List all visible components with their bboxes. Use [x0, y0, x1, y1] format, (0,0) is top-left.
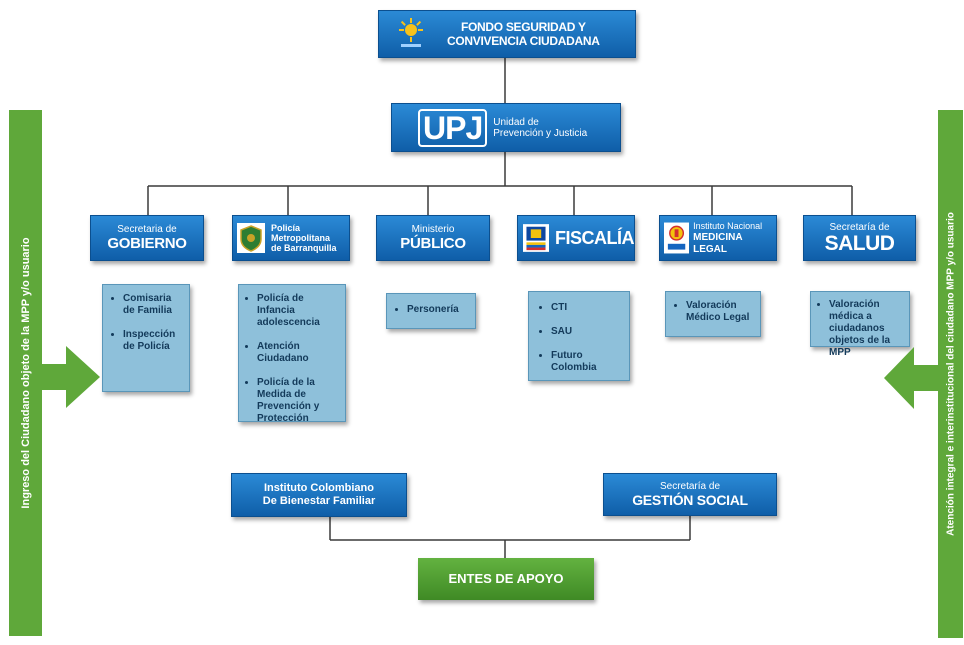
list-item: Valoración Médico Legal — [686, 300, 752, 324]
upj-logo: UPJ — [418, 108, 488, 147]
right-sidebar-text: Atención integral e interinstitucional d… — [945, 212, 956, 536]
salud-list: Valoración médica a ciudadanos objetos d… — [810, 291, 910, 358]
medicina-legal-logo-icon — [664, 222, 690, 254]
ministerio-name: PÚBLICO — [400, 235, 466, 252]
medicina-line2: MEDICINA LEGAL — [693, 231, 743, 255]
police-shield-icon — [237, 223, 265, 253]
left-arrow-icon — [884, 347, 938, 409]
gestion-pre: Secretaría de — [659, 480, 721, 492]
ministerio-pre: Ministerio — [411, 224, 455, 235]
list-item: Personería — [407, 304, 467, 316]
gestion-name: GESTIÓN SOCIAL — [632, 491, 748, 508]
fondo-seguridad-box: FONDO SEGURIDAD Y CONVIVENCIA CIUDADANA — [378, 10, 636, 58]
fiscalia-box: FISCALÍA — [517, 215, 635, 261]
policia-line2: Metropolitana — [271, 233, 331, 243]
fiscalia-logo-icon — [523, 224, 549, 252]
gestion-social-box: Secretaría de GESTIÓN SOCIAL — [603, 473, 777, 516]
policia-line1: Policía — [271, 223, 301, 233]
ministerio-box: Ministerio PÚBLICO — [376, 215, 490, 261]
icbf-line2: De Bienestar Familiar — [262, 495, 376, 507]
right-arrow-icon — [42, 346, 100, 408]
entes-apoyo-box: ENTES DE APOYO — [418, 558, 594, 600]
gobierno-box: Secretaria de GOBIERNO — [90, 215, 204, 261]
sun-logo-icon — [399, 18, 423, 47]
list-item: CTI — [551, 302, 619, 314]
policia-list: Policía de Infancia adolescencia Atenció… — [238, 284, 346, 425]
medicina-line1: Instituto Nacional — [693, 220, 763, 231]
list-item: Policía de Infancia adolescencia — [257, 293, 339, 329]
list-item: SAU — [551, 326, 619, 338]
list-item: Futuro Colombia — [551, 350, 619, 374]
salud-name: SALUD — [824, 231, 895, 255]
top-line2: CONVIVENCIA CIUDADANA — [447, 34, 600, 48]
policia-line3: de Barranquilla — [271, 243, 337, 253]
upj-line1: Unidad de — [493, 116, 539, 128]
ministerio-list: Personería — [386, 293, 476, 329]
list-item: Atención Ciudadano — [257, 341, 339, 365]
icbf-box: Instituto Colombiano De Bienestar Famili… — [231, 473, 407, 517]
medicina-list: Valoración Médico Legal — [665, 291, 761, 337]
list-item: Valoración médica a ciudadanos objetos d… — [829, 299, 903, 359]
list-item: Comisaria de Familia — [123, 293, 181, 317]
fiscalia-name: FISCALÍA — [555, 228, 635, 248]
salud-box: Secretaría de SALUD — [803, 215, 916, 261]
right-sidebar: Atención integral e interinstitucional d… — [938, 110, 963, 638]
policia-box: Policía Metropolitana de Barranquilla — [232, 215, 350, 261]
medicina-box: Instituto Nacional MEDICINA LEGAL — [659, 215, 777, 261]
left-sidebar: Ingreso del Ciudadano objeto de la MPP y… — [9, 110, 42, 636]
fiscalia-list: CTI SAU Futuro Colombia — [528, 291, 630, 381]
upj-line2: Prevención y Justicia — [493, 127, 588, 139]
top-line1: FONDO SEGURIDAD Y — [460, 20, 586, 34]
gobierno-pre: Secretaria de — [117, 224, 177, 235]
gobierno-list: Comisaria de Familia Inspección de Polic… — [102, 284, 190, 392]
upj-box: UPJ Unidad de Prevención y Justicia — [391, 103, 621, 152]
gobierno-name: GOBIERNO — [107, 235, 187, 252]
list-item: Inspección de Policía — [123, 329, 181, 353]
icbf-line1: Instituto Colombiano — [264, 482, 374, 494]
salud-pre: Secretaría de — [829, 221, 890, 233]
list-item: Policía de la Medida de Prevención y Pro… — [257, 377, 339, 425]
left-sidebar-text: Ingreso del Ciudadano objeto de la MPP y… — [19, 237, 32, 509]
